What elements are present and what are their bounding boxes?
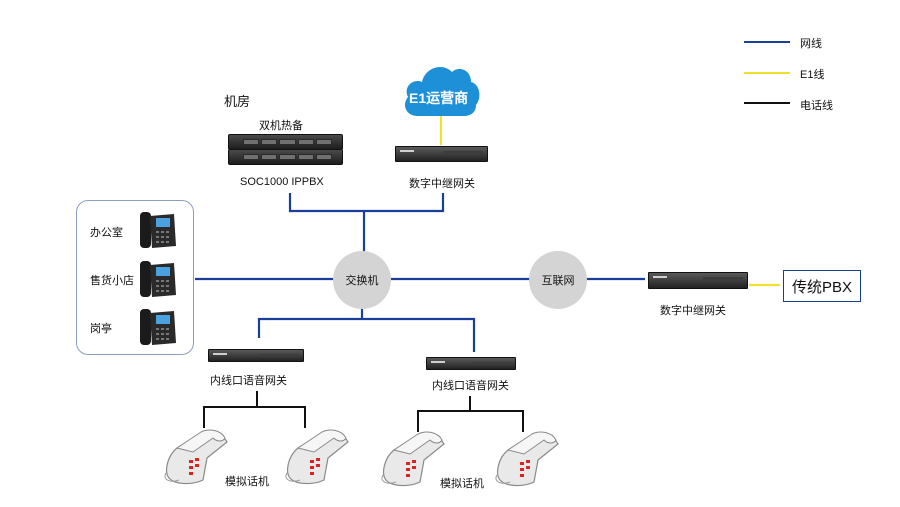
ip-phone-icon: [140, 261, 176, 297]
legend-e1-label: E1线: [800, 69, 825, 81]
gateway-icon: [426, 357, 516, 370]
switch-node: 交换机: [333, 251, 391, 309]
legend-phone-line: [744, 102, 790, 104]
ippbx-label: SOC1000 IPPBX: [240, 176, 324, 188]
office-label: 办公室: [90, 227, 123, 239]
fxs-gateway-left-label: 内线口语音网关: [210, 375, 287, 387]
guard-post-label: 岗亭: [90, 323, 112, 335]
legend-network-label: 网线: [800, 38, 822, 50]
switch-label: 交换机: [345, 275, 379, 287]
legend-e1-line: [744, 72, 790, 74]
legacy-pbx-label: 传统PBX: [791, 278, 852, 296]
e1-wires: [439, 116, 780, 287]
hot-standby-label: 双机热备: [259, 120, 303, 132]
internet-node: 互联网: [529, 251, 587, 309]
cloud-icon: [405, 67, 480, 116]
server-rack-icon: [228, 149, 343, 165]
gateway-icon: [395, 146, 488, 162]
cloud-label: E1运营商: [409, 90, 469, 106]
legend-phone-label: 电话线: [800, 100, 833, 112]
fxs-gateway-right-label: 内线口语音网关: [432, 380, 509, 392]
analog-phone-icon: [495, 431, 559, 487]
server-to-gateway-link: [288, 193, 445, 213]
analog-phone-icon: [164, 429, 228, 485]
analog-phone-icon: [285, 429, 349, 485]
gateway-icon: [648, 272, 748, 289]
switch-to-fxs-link: [257, 317, 476, 352]
right-phone-branch: [417, 410, 524, 432]
legend-network-line: [744, 41, 790, 43]
ip-phone-icon: [140, 212, 176, 248]
ip-phone-icon: [140, 309, 176, 345]
analog-phones-left-label: 模拟话机: [225, 476, 269, 488]
legacy-pbx-box: 传统PBX: [783, 270, 861, 302]
left-phone-branch: [203, 406, 306, 428]
digital-gateway-top-label: 数字中继网关: [409, 178, 475, 190]
gateway-icon: [208, 349, 304, 362]
phone-wires: [203, 391, 524, 432]
server-rack-icon: [228, 134, 343, 150]
internet-label: 互联网: [541, 275, 575, 287]
shop-label: 售货小店: [90, 275, 134, 287]
analog-phone-icon: [381, 431, 445, 487]
server-room-label: 机房: [224, 94, 251, 109]
digital-gateway-right-label: 数字中继网关: [660, 305, 726, 317]
analog-phones-right-label: 模拟话机: [440, 478, 484, 490]
